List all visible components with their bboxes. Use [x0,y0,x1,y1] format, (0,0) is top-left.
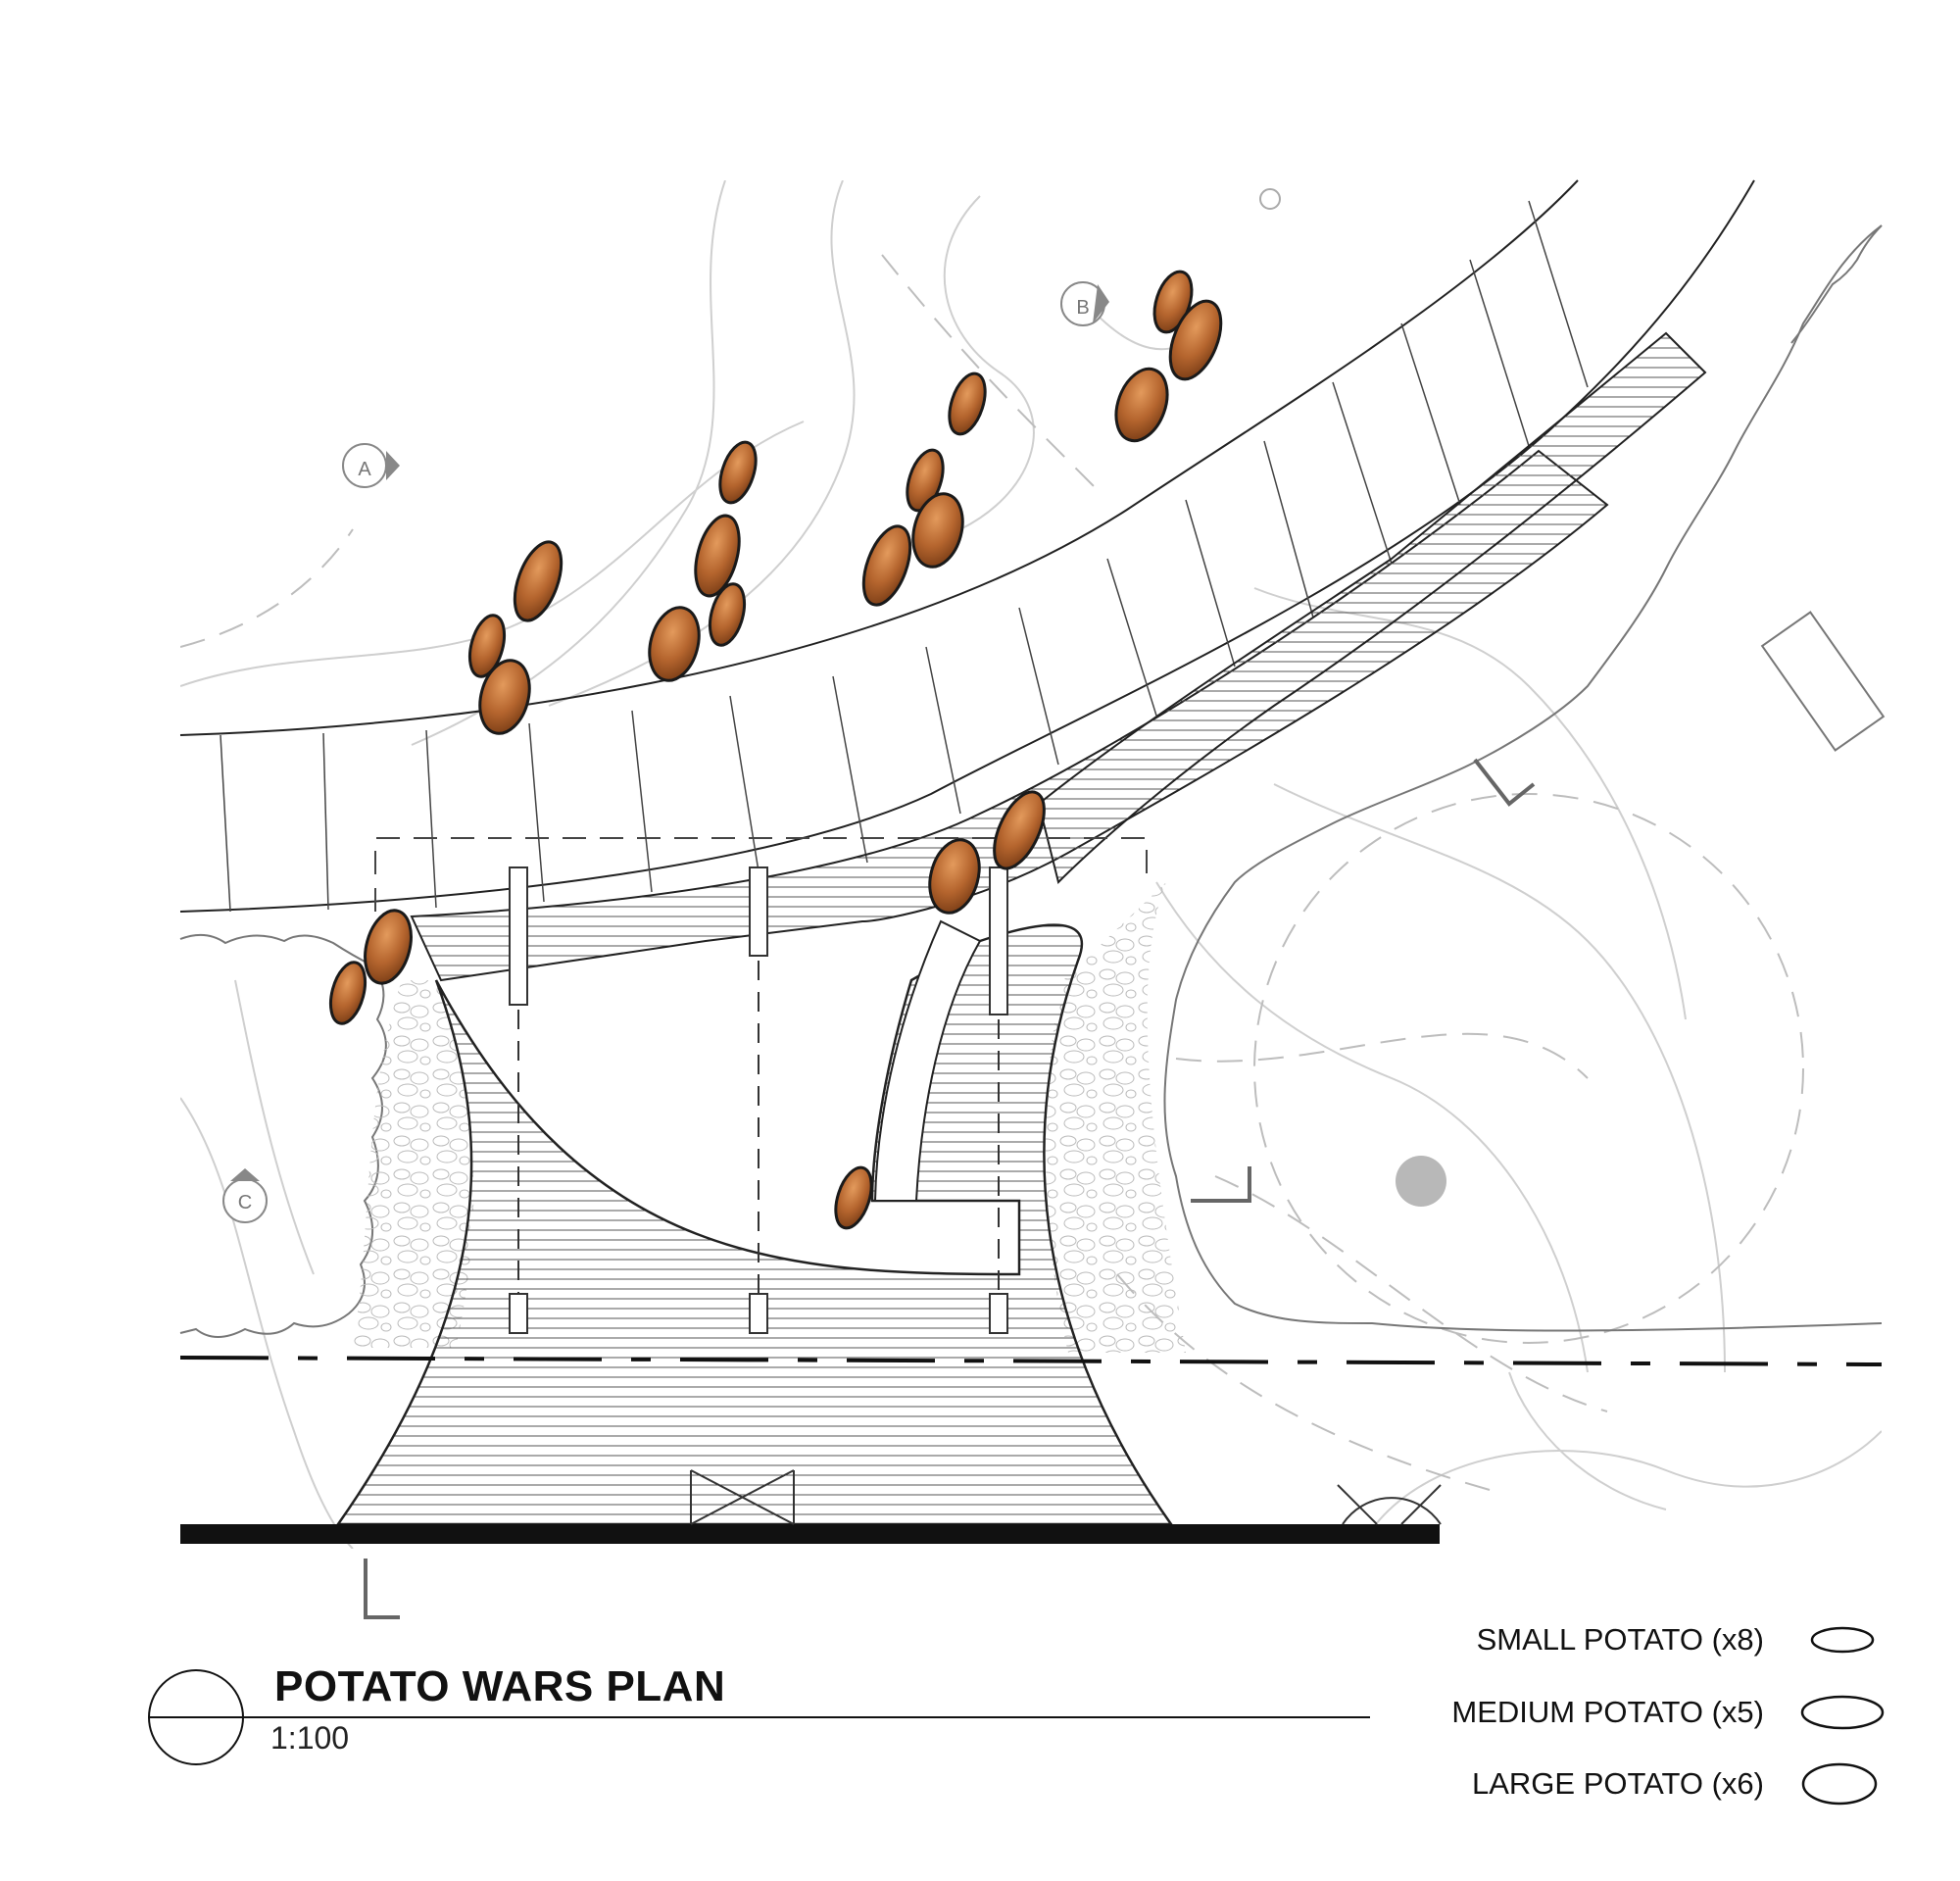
view-marker-c-label: C [238,1192,252,1213]
ground-wall [180,1524,1440,1544]
stone-area-left [353,980,474,1348]
dashed-contour-lines [180,254,1804,1491]
potato [364,909,413,985]
potato [718,440,758,505]
legend-label-large: LARGE POTATO (x6) [1472,1766,1764,1801]
section-cut-bottom [364,1559,400,1619]
post-dashed-lines [517,961,1000,1294]
deck-posts [509,866,1008,1334]
potato [1114,367,1169,443]
potato [694,514,741,598]
legend-item-small: SMALL POTATO (x8) [1352,1612,1764,1671]
upper-paving-band [179,179,1755,913]
potato [928,838,981,915]
potato [861,524,912,607]
section-cut-right [1473,758,1536,807]
large-potato-outline-icon [1801,1762,1878,1806]
walkway-diagonal [1037,331,1707,884]
small-potato-outline-icon [1810,1626,1875,1654]
bench-outline [1760,611,1886,752]
plan-scale: 1:100 [270,1720,350,1756]
potato [948,371,987,436]
boundary-line [179,1356,1883,1366]
view-marker-a: A [342,443,400,488]
ramp-curve [873,919,982,1202]
stone-area-right [1045,882,1186,1353]
potato [911,492,964,569]
main-deck [335,923,1174,1526]
potato [328,961,368,1025]
potato [648,606,701,682]
small-circle-top [1259,188,1281,210]
view-marker-a-label: A [358,459,371,480]
medium-potato-outline-icon [1800,1695,1885,1730]
view-marker-b-label: B [1076,297,1089,319]
potato [993,790,1046,870]
tree-canopy-right [1163,224,1883,1332]
potato [708,582,747,647]
legend-label-medium: MEDIUM POTATO (x5) [1451,1695,1764,1729]
section-cut-mid [1191,1166,1251,1203]
view-marker-b: B [1060,281,1109,326]
legend-item-medium: MEDIUM POTATO (x5) [1352,1685,1764,1744]
potato [478,659,531,735]
gate-symbol [690,1469,1442,1525]
potato [513,540,564,622]
paving-joints [220,200,1589,913]
view-marker-c: C [222,1168,268,1223]
potatoes [328,270,1223,1230]
potato [834,1165,873,1230]
legend-item-large: LARGE POTATO (x6) [1352,1757,1764,1815]
roof-outline [374,837,1148,912]
potato [1168,299,1223,381]
legend-label-small: SMALL POTATO (x8) [1476,1622,1764,1657]
site-point-marker [1396,1156,1446,1207]
title-symbol [148,1669,244,1765]
plan-title: POTATO WARS PLAN [274,1662,726,1710]
potato [467,614,507,678]
